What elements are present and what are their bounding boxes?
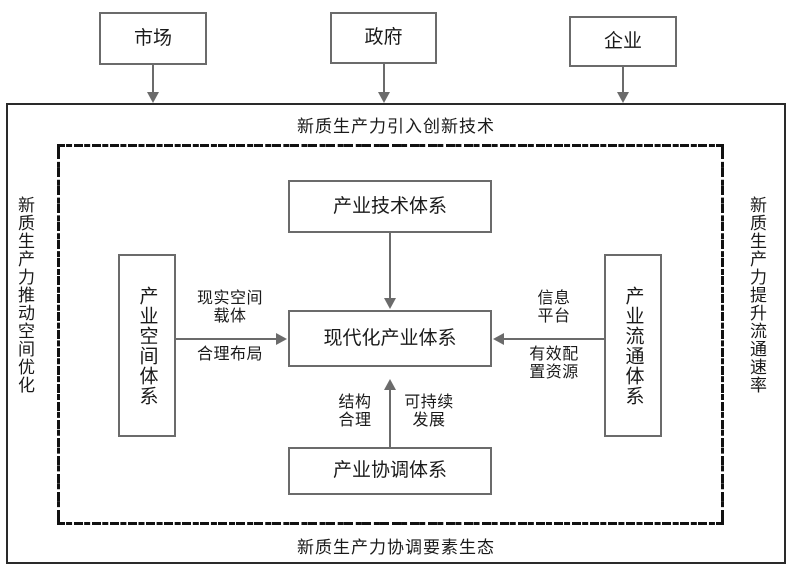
node-label-circulation: 产业流通体系: [622, 285, 644, 406]
edge-label-space-to-center-top: 现实空间 载体: [196, 290, 263, 325]
node-box-industrial-technology-system[interactable]: 产业技术体系: [288, 180, 492, 233]
arrowhead-coordination-to-center: [384, 379, 396, 390]
actor-label-market: 市场: [133, 27, 172, 49]
frame-caption-right-circulation-speed: 新质生产力提升流通速率: [747, 196, 766, 394]
connector-enterprise-to-frame: [622, 67, 624, 95]
arrowhead-enterprise-down: [617, 92, 629, 103]
edge-label-circulation-to-center-bottom: 有效配 置资源: [529, 346, 579, 381]
inner-frame-bottom-caption: 新质生产力协调要素生态: [297, 538, 495, 557]
edge-label-space-to-center-bottom: 合理布局: [196, 346, 263, 363]
actor-label-enterprise: 企业: [603, 30, 642, 52]
inner-frame-element-ecology: [57, 144, 724, 525]
node-box-industrial-coordination-system[interactable]: 产业协调体系: [288, 447, 492, 495]
edge-label-coordination-left: 结构 合理: [338, 394, 372, 429]
edge-label-circulation-to-center-top: 信息 平台: [537, 290, 571, 325]
node-box-industrial-space-system[interactable]: 产业空间体系: [118, 254, 176, 437]
connector-coordination-to-center: [389, 390, 391, 447]
actor-box-enterprise[interactable]: 企业: [569, 16, 677, 67]
arrowhead-technology-to-center: [384, 298, 396, 309]
arrowhead-market-down: [147, 92, 159, 103]
node-box-modern-industrial-system[interactable]: 现代化产业体系: [288, 310, 492, 367]
node-label-space: 产业空间体系: [136, 285, 158, 406]
actor-box-government[interactable]: 政府: [330, 12, 437, 64]
arrowhead-circulation-to-center: [493, 333, 504, 345]
connector-market-to-frame: [152, 65, 154, 95]
connector-circulation-to-center: [504, 338, 604, 340]
connector-technology-to-center: [389, 233, 391, 299]
node-box-industrial-circulation-system[interactable]: 产业流通体系: [604, 254, 662, 437]
connector-government-to-frame: [383, 64, 385, 95]
outer-frame-caption: 新质生产力引入创新技术: [297, 117, 495, 136]
arrowhead-government-down: [378, 92, 390, 103]
frame-caption-left-space-optimization: 新质生产力推动空间优化: [15, 196, 34, 394]
actor-box-market[interactable]: 市场: [99, 12, 207, 65]
node-label-coordination: 产业协调体系: [332, 460, 447, 482]
node-label-center: 现代化产业体系: [323, 327, 457, 349]
node-label-technology: 产业技术体系: [332, 195, 447, 217]
connector-space-to-center: [176, 338, 277, 340]
outer-frame-innovation-technology: [6, 103, 786, 564]
arrowhead-space-to-center: [276, 333, 287, 345]
actor-label-government: 政府: [364, 27, 403, 49]
edge-label-coordination-right: 可持续 发展: [404, 394, 454, 429]
